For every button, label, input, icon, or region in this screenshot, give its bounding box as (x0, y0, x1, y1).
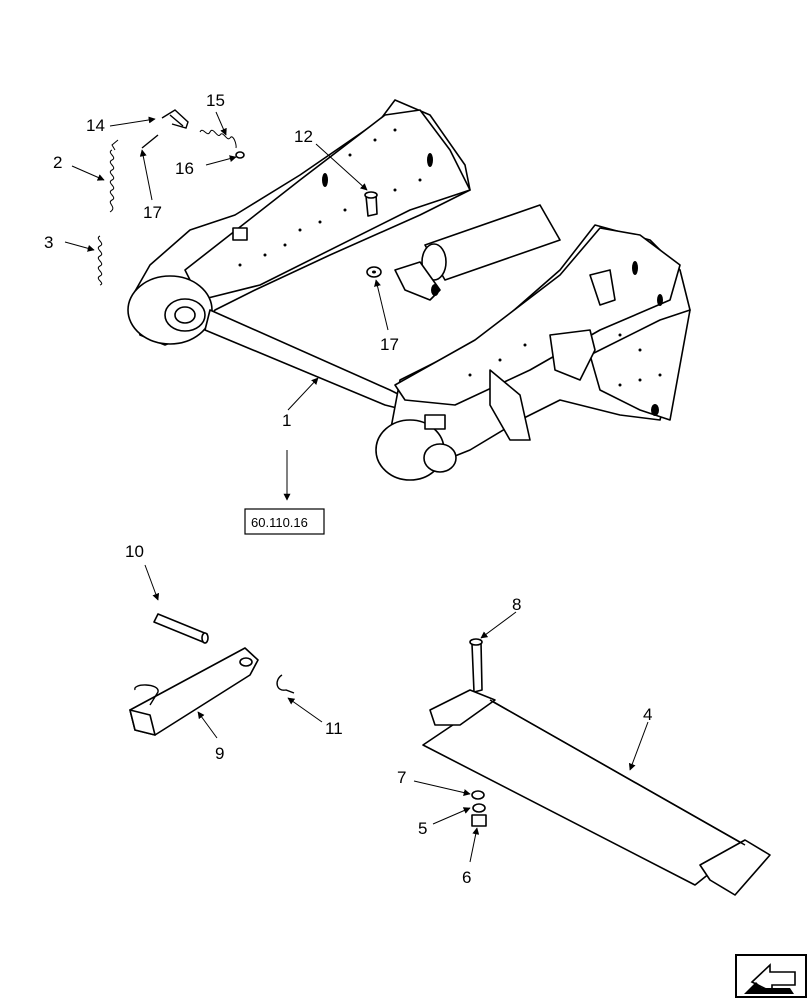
spring-2 (109, 139, 119, 213)
callout-2: 2 (53, 153, 62, 172)
next-page-arrow-icon[interactable] (735, 954, 807, 998)
pin-17-top (141, 134, 159, 149)
callout-17-mid: 17 (380, 335, 399, 354)
callout-7: 7 (397, 768, 406, 787)
nut-16 (235, 151, 245, 159)
callout-17-top: 17 (143, 203, 162, 222)
callout-5: 5 (418, 819, 427, 838)
callout-16: 16 (175, 159, 194, 178)
washer-7 (471, 790, 485, 800)
frame-assembly (127, 99, 691, 481)
washer-17-mid (366, 266, 382, 278)
clip-14 (161, 109, 189, 129)
cotter-pin-11 (276, 674, 295, 694)
callout-14: 14 (86, 116, 105, 135)
pin-10 (153, 613, 209, 644)
washer-5 (472, 803, 486, 813)
callout-12: 12 (294, 127, 313, 146)
spring-15 (199, 129, 237, 149)
latch-arm-9 (129, 647, 259, 736)
callout-1: 1 (282, 411, 291, 430)
callout-9: 9 (215, 744, 224, 763)
callout-6: 6 (462, 868, 471, 887)
reference-box[interactable]: 60.110.16 (244, 508, 325, 535)
bolt-8 (469, 638, 483, 693)
bolt-12 (364, 191, 378, 217)
spring-3 (97, 235, 103, 286)
callout-10: 10 (125, 542, 144, 561)
reference-box-label: 60.110.16 (251, 515, 308, 530)
plate-4 (422, 689, 771, 896)
callout-8: 8 (512, 595, 521, 614)
callout-4: 4 (643, 705, 652, 724)
nut-6 (471, 814, 487, 827)
callout-11: 11 (325, 719, 343, 738)
leader-lines (64, 111, 649, 863)
callout-3: 3 (44, 233, 53, 252)
callout-15: 15 (206, 91, 225, 110)
